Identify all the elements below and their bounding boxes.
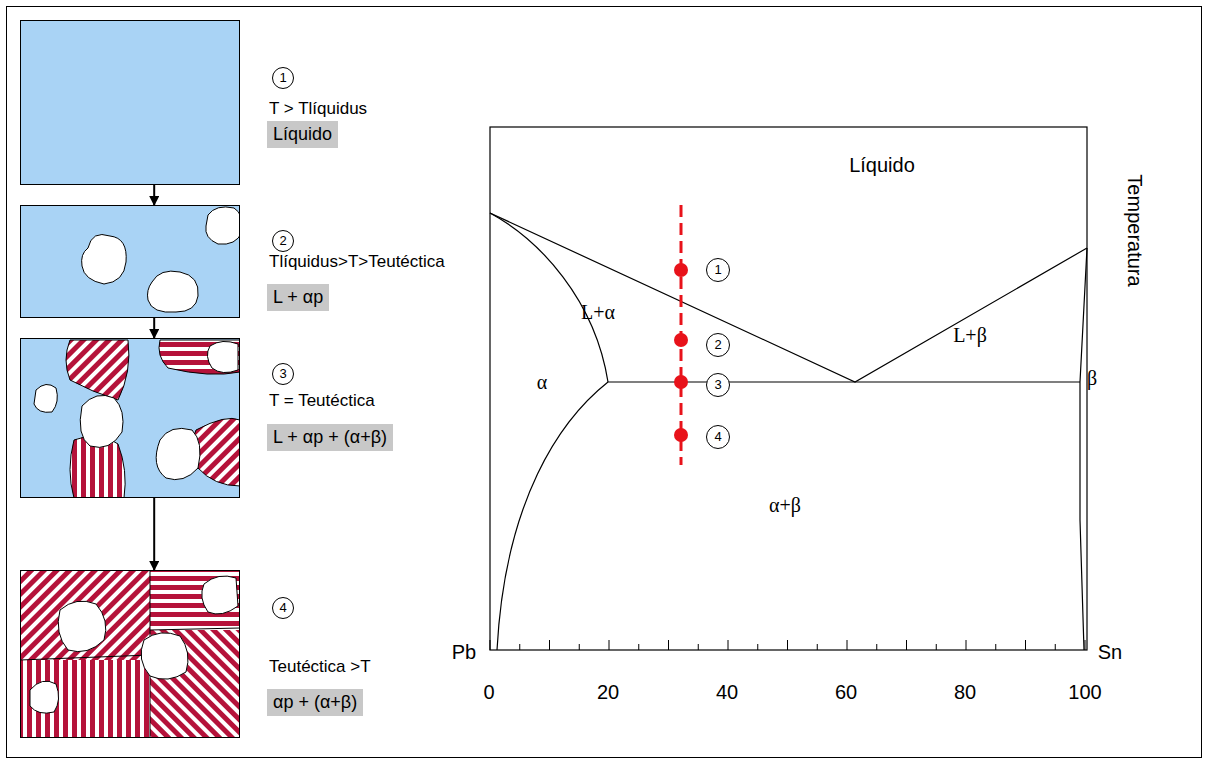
axis-tick-label: 100 [1068, 681, 1101, 704]
phase-label: L + αp [267, 284, 329, 311]
temperature-condition: T = Teutéctica [269, 391, 375, 411]
microstructure-box: 4Teutéctica >Tαp + (α+β) [20, 570, 240, 738]
step-number: 1 [272, 67, 294, 89]
microstructure-box: 2Tlíquidus>T>TeutécticaL + αp [20, 205, 240, 318]
phase-label: L + αp + (α+β) [267, 424, 393, 451]
axis-tick-label: 20 [597, 681, 619, 704]
microstructure-box: 1T > TlíquidusLíquido [20, 20, 240, 185]
region-label: α [537, 371, 547, 394]
region-label: Líquido [849, 154, 915, 177]
flow-arrow [153, 498, 155, 570]
callout-number: 3 [706, 373, 730, 397]
step-number: 2 [272, 230, 294, 252]
region-label: α+β [769, 494, 801, 517]
step-number: 4 [272, 597, 294, 619]
temperature-condition: Tlíquidus>T>Teutéctica [269, 252, 445, 272]
element-label: Pb [452, 641, 476, 664]
callout-number: 1 [706, 258, 730, 282]
region-label: L+β [953, 324, 987, 347]
axis-tick-label: 60 [835, 681, 857, 704]
region-label: β [1087, 367, 1097, 390]
callout-number: 4 [706, 425, 730, 449]
temperature-condition: Teutéctica >T [269, 657, 371, 677]
step-number: 3 [272, 363, 294, 385]
microstructure-box: 3T = TeutécticaL + αp + (α+β) [20, 338, 240, 498]
flow-arrow [153, 318, 155, 338]
callout-number: 2 [706, 333, 730, 357]
region-label: L+α [581, 301, 615, 324]
temperature-condition: T > Tlíquidus [269, 99, 367, 119]
axis-tick-label: 40 [716, 681, 738, 704]
axis-tick-label: 0 [483, 681, 494, 704]
flow-arrow [153, 185, 155, 205]
phase-label: Líquido [267, 121, 338, 148]
element-label: Sn [1098, 641, 1122, 664]
phase-label: αp + (α+β) [267, 689, 363, 716]
axis-tick-label: 80 [954, 681, 976, 704]
axis-title: Temperatura [1123, 174, 1146, 286]
